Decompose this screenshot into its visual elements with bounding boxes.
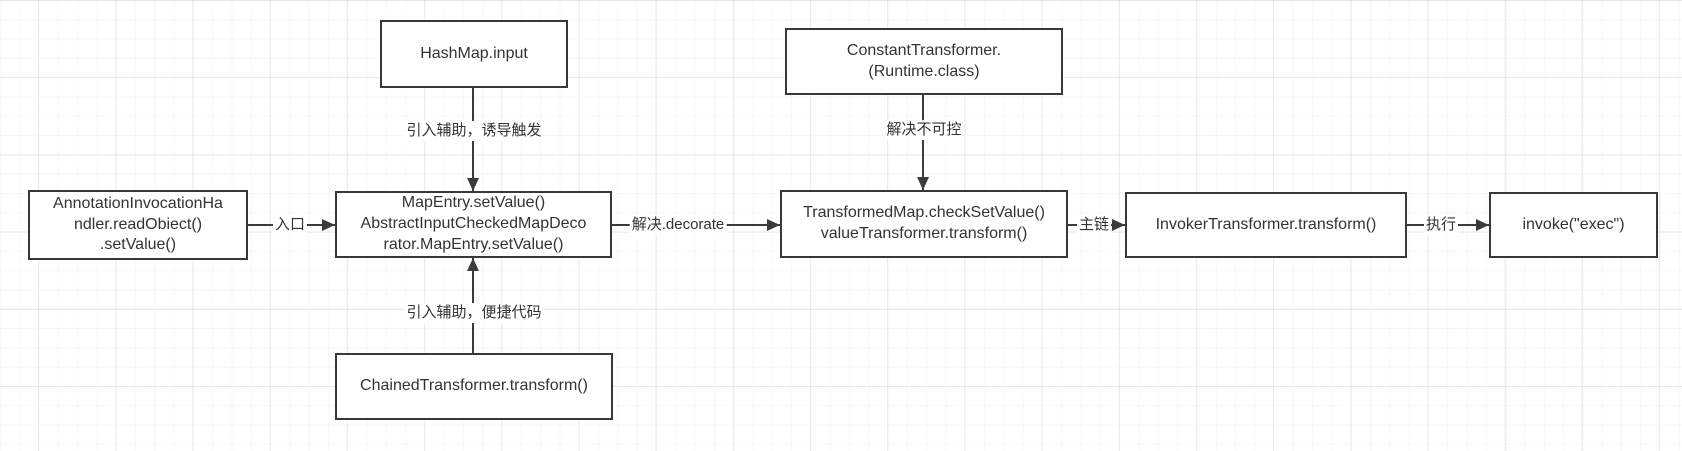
arrowhead-down-icon: [917, 177, 929, 190]
edge-label-hashmap-to-mapentry: 引入辅助，诱导触发: [404, 121, 544, 141]
node-transformedmap-checksetvalue[interactable]: TransformedMap.checkSetValue() valueTran…: [780, 190, 1068, 258]
node-transformedmap-label: TransformedMap.checkSetValue() valueTran…: [803, 204, 1045, 242]
node-chained-label: ChainedTransformer.transform(): [360, 377, 588, 395]
arrowhead-up-icon: [467, 258, 479, 271]
node-annotation-invocation-handler[interactable]: AnnotationInvocationHa ndler.readObiect(…: [28, 190, 248, 260]
node-constant-transformer[interactable]: ConstantTransformer. (Runtime.class): [785, 28, 1063, 95]
edge-label-constant-to-transformedmap: 解决不可控: [884, 120, 964, 140]
arrowhead-right-icon: [1476, 219, 1489, 231]
arrowhead-right-icon: [322, 219, 335, 231]
edge-label-invoker-to-invoke: 执行: [1423, 215, 1459, 235]
node-invoker-transformer[interactable]: InvokerTransformer.transform(): [1125, 192, 1407, 258]
node-invoke-label: invoke("exec"): [1522, 215, 1625, 233]
edge-label-transformedmap-to-invoker: 主链: [1076, 215, 1112, 235]
edge-label-annotation-to-mapentry: 入口: [272, 215, 308, 235]
edge-label-mapentry-to-transformedmap: 解决.decorate: [629, 215, 727, 235]
node-hashmap-label: HashMap.input: [420, 44, 528, 62]
node-hashmap-input[interactable]: HashMap.input: [380, 20, 568, 88]
node-annotation-label: AnnotationInvocationHa ndler.readObiect(…: [53, 194, 223, 254]
node-constant-label: ConstantTransformer. (Runtime.class): [846, 41, 1002, 80]
arrowhead-down-icon: [467, 178, 479, 191]
node-chained-transformer[interactable]: ChainedTransformer.transform(): [335, 353, 613, 420]
edge-label-chained-to-mapentry: 引入辅助，便捷代码: [404, 303, 544, 323]
arrowhead-right-icon: [1112, 219, 1125, 231]
node-invoker-label: InvokerTransformer.transform(): [1155, 215, 1377, 233]
node-mapentry-setvalue[interactable]: MapEntry.setValue() AbstractInputChecked…: [335, 191, 612, 258]
node-mapentry-label: MapEntry.setValue() AbstractInputChecked…: [360, 194, 587, 253]
node-invoke-exec[interactable]: invoke("exec"): [1489, 192, 1658, 258]
arrowhead-right-icon: [767, 219, 780, 231]
edge-constant-to-transformedmap[interactable]: [922, 95, 924, 190]
